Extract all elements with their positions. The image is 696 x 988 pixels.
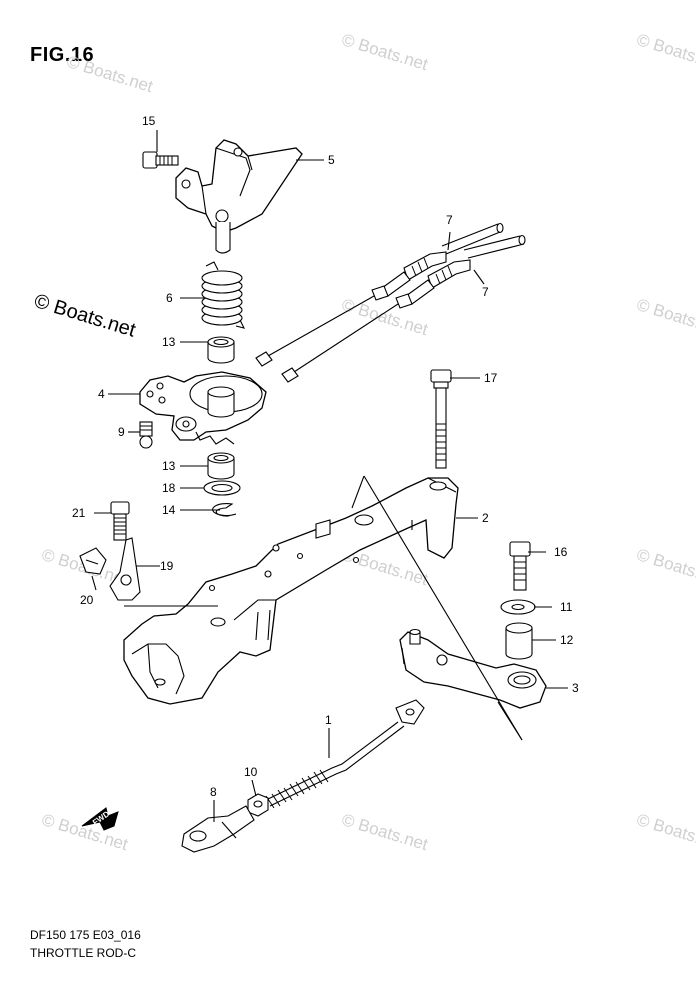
part-5-bracket[interactable]: [175, 139, 303, 254]
part-10-nut[interactable]: [247, 793, 269, 817]
callout-10: 10: [244, 765, 258, 779]
callout-20: 20: [80, 593, 94, 607]
part-12-collar[interactable]: [505, 622, 533, 660]
section-title: THROTTLE ROD-C: [30, 946, 136, 960]
fwd-arrow-icon: FWD: [81, 807, 119, 831]
callout-13a: 13: [162, 335, 176, 349]
part-8-rod-end[interactable]: [181, 805, 255, 853]
callout-7a: 7: [446, 213, 453, 227]
callout-14: 14: [162, 503, 176, 517]
part-17-bolt[interactable]: [430, 369, 452, 469]
callout-6: 6: [166, 291, 173, 305]
part-20-clip[interactable]: [79, 547, 107, 575]
part-4-cam[interactable]: [139, 371, 267, 445]
part-13-bushing-lower[interactable]: [207, 452, 235, 480]
callout-7b: 7: [482, 285, 489, 299]
part-11-washer[interactable]: [500, 599, 536, 615]
part-18-washer[interactable]: [203, 480, 241, 496]
part-21-bolt[interactable]: [110, 501, 130, 541]
part-14-clip[interactable]: [212, 502, 237, 517]
callout-19: 19: [160, 559, 174, 573]
callout-2: 2: [482, 511, 489, 525]
callout-13b: 13: [162, 459, 176, 473]
callout-18: 18: [162, 481, 176, 495]
model-code: DF150 175 E03_016: [30, 928, 141, 942]
part-16-bolt[interactable]: [509, 541, 531, 591]
callout-15: 15: [142, 114, 156, 128]
part-2-lever-assembly[interactable]: [123, 477, 459, 705]
part-1-rod[interactable]: [259, 699, 425, 811]
figure-title: FIG.16: [30, 44, 95, 66]
part-7-cables[interactable]: [255, 222, 526, 383]
callout-11: 11: [560, 600, 573, 614]
leader-lines: [91, 130, 568, 822]
callout-3: 3: [572, 681, 579, 695]
callout-21: 21: [72, 506, 86, 520]
part-15-bolt[interactable]: [142, 151, 179, 169]
part-3-lever[interactable]: [399, 628, 547, 709]
callout-12: 12: [560, 633, 574, 647]
callout-1: 1: [325, 713, 332, 727]
part-9-ball-stud[interactable]: [139, 421, 153, 449]
callout-8: 8: [210, 785, 217, 799]
reference-lines: [124, 475, 523, 741]
callout-4: 4: [98, 387, 105, 401]
callout-9: 9: [118, 425, 125, 439]
part-19-plate[interactable]: [109, 537, 141, 601]
part-13-bushing[interactable]: [207, 336, 235, 364]
part-6-spring[interactable]: [201, 261, 246, 329]
callouts: 15 5 7 7 6 13 4 9 13 18 14 17 2 21 19 20…: [72, 114, 579, 799]
callout-16: 16: [554, 545, 568, 559]
callout-5: 5: [328, 153, 335, 167]
callout-17: 17: [484, 371, 498, 385]
